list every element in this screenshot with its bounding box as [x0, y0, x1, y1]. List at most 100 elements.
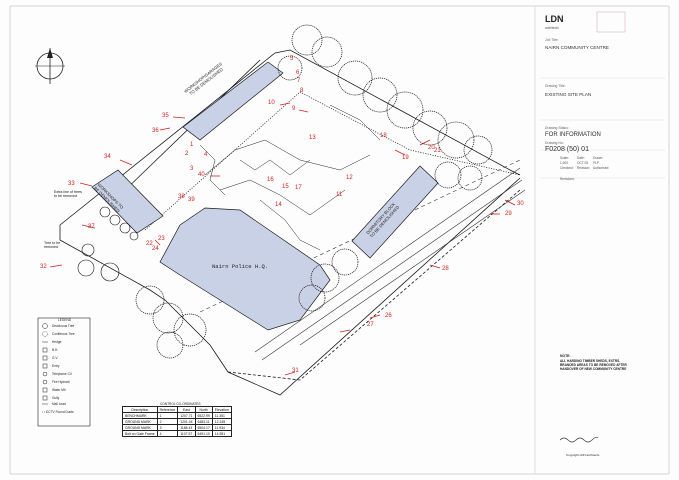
marker-30: 30: [517, 201, 524, 207]
note-line-2: BRANDED AREAS TO BE REMOVED AFTER: [560, 363, 627, 367]
meta-scale-label: Scale:: [560, 156, 569, 160]
marker-23: 23: [158, 236, 165, 242]
legend-box: [37, 317, 91, 427]
legend-item-entry: Entry: [52, 364, 60, 368]
legend-item-coniferous-tree: Coniferous Tree: [52, 332, 75, 336]
legend-item-gully: Gully: [52, 396, 60, 400]
meta-drawn-value: PLP: [593, 161, 600, 165]
police-hq-label: Nairn Police H.Q.: [212, 263, 269, 270]
marker-39: 39: [188, 197, 195, 203]
note-heading: NOTE:: [560, 354, 571, 358]
meta-drawn-label: Drawn:: [593, 156, 604, 160]
table-cell: 14.551: [211, 430, 232, 437]
trees-remove-line-2: to be removed: [54, 194, 77, 198]
marker-24: 24: [152, 246, 159, 252]
trees-remove-note: Extra line of trees to be removed: [54, 190, 82, 198]
marker-19: 19: [402, 155, 409, 161]
workshop-left-building: [91, 169, 164, 234]
legend-title: LEGEND: [58, 318, 72, 322]
table-cell: 4: [156, 430, 179, 437]
marker-40: 40: [198, 172, 205, 178]
removed-trees: [77, 206, 139, 282]
note-line-1: ALL HARDING TIMBER SHEDS, EXTRS.: [560, 359, 621, 363]
marker-38: 38: [178, 194, 185, 200]
north-arrow-icon: [35, 48, 65, 84]
legend-symbols: [42, 323, 48, 413]
legend-item-gv: G.V.: [52, 356, 59, 360]
marker-27: 27: [367, 322, 374, 328]
tree-clusters: [135, 24, 493, 359]
marker-4: 4: [204, 152, 208, 158]
marker-34: 34: [104, 154, 111, 160]
trees-remove-line-1: Extra line of trees: [54, 190, 82, 194]
marker-3: 3: [190, 166, 194, 172]
meta-date-label: Date:: [577, 156, 585, 160]
legend-item-bh: B.H.: [52, 348, 59, 352]
control-table-title: CONTROL CO-ORDINATES: [160, 402, 201, 406]
meta-authorised-label: Authorised:: [593, 166, 610, 170]
dormitory-building: [351, 165, 439, 259]
logo-text: LDN: [545, 14, 564, 24]
marker-21: 21: [434, 148, 441, 154]
meta-scale-value: 1:200: [560, 161, 568, 165]
meta-checked-label: Checked:: [560, 166, 574, 170]
note-line-3: HANDOVER OF NEW COMMUNITY CENTRE: [560, 367, 627, 371]
marker-2: 2: [185, 151, 189, 157]
marker-13: 13: [309, 135, 316, 141]
revisions-label: Revisions:: [560, 177, 575, 181]
marker-10: 10: [268, 100, 275, 106]
drawing-number: F0208 (50) 01: [545, 146, 589, 153]
marker-1: 1: [190, 142, 194, 148]
meta-revision-label: Revision:: [577, 166, 591, 170]
project-name: NAIRN COMMUNITY CENTRE: [545, 45, 609, 50]
marker-37: 37: [88, 224, 95, 230]
marker-20: 20: [428, 145, 435, 151]
sheet-border: [9, 5, 670, 475]
marker-7: 7: [297, 78, 301, 84]
drawing-status: FOR INFORMATION: [545, 132, 601, 138]
marker-17: 17: [295, 185, 302, 191]
drawing-title: EXISTING SITE PLAN: [545, 92, 592, 97]
logo-subtext: architects: [545, 26, 559, 30]
tree-remove-note: Tree to be removed: [44, 241, 60, 249]
control-table: Description Reference East North Elevati…: [122, 406, 232, 437]
meta-date-value: OCT 05: [577, 161, 589, 165]
marker-12: 12: [346, 175, 353, 181]
legend-item-mail-lead: Mail Lead: [52, 402, 66, 406]
marker-26: 26: [385, 313, 392, 319]
tree-remove-line-1: Tree to be: [44, 241, 61, 245]
marker-36: 36: [152, 128, 159, 134]
marker-29: 29: [505, 211, 512, 217]
marker-28: 28: [442, 266, 449, 272]
marker-16: 16: [267, 177, 274, 183]
legend-item-deciduous-tree: Deciduous Tree: [52, 324, 75, 328]
marker-32: 32: [40, 264, 47, 270]
table-row: Bolt on Gate Frame 4 1107.57 6491.10 14.…: [122, 430, 232, 437]
marker-35: 35: [162, 113, 169, 119]
marker-18: 18: [380, 133, 387, 139]
marker-11: 11: [336, 192, 343, 198]
marker-arrows: [49, 102, 516, 376]
marker-9: 9: [292, 106, 296, 112]
logo-box: [596, 11, 626, 33]
site-features: [199, 104, 381, 251]
marker-31: 31: [292, 368, 299, 374]
control-table-header: Description Reference East North Elevati…: [122, 406, 232, 413]
table-cell: 1107.57: [177, 430, 196, 437]
legend-item-telephone: Telephone CX: [52, 372, 73, 376]
status-label: Drawing Status:: [545, 126, 569, 130]
marker-15: 15: [282, 184, 289, 190]
table-cell: Bolt on Gate Frame: [122, 430, 158, 437]
marker-14: 14: [275, 202, 282, 208]
legend-item-water-mh: Water Mh: [52, 388, 66, 392]
title-block-rules: [540, 77, 665, 179]
drawing-no-label: Drawing No:: [545, 141, 564, 145]
buildings: [91, 61, 439, 331]
marker-6: 6: [296, 70, 300, 76]
tree-remove-line-2: removed: [44, 245, 58, 249]
police-hq-building: [159, 207, 331, 331]
drawing-title-label: Drawing Title:: [545, 84, 566, 88]
marker-33: 33: [68, 181, 75, 187]
